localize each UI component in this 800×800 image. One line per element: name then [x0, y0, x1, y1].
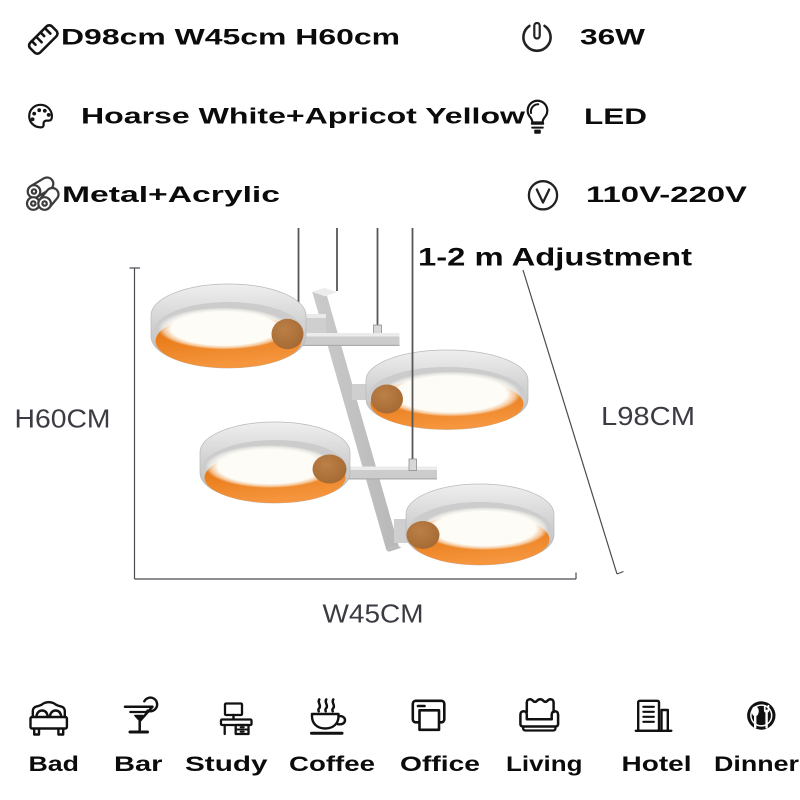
svg-text:H60CM: H60CM: [15, 404, 111, 434]
svg-text:LED: LED: [584, 104, 647, 129]
svg-text:Hoarse White+Apricot Yellow: Hoarse White+Apricot Yellow: [81, 104, 526, 129]
svg-text:Office: Office: [400, 753, 480, 776]
svg-text:Bad: Bad: [29, 753, 80, 776]
svg-text:Bar: Bar: [114, 753, 163, 776]
svg-text:36W: 36W: [580, 25, 646, 50]
svg-text:Living: Living: [506, 753, 583, 776]
svg-text:Metal+Acrylic: Metal+Acrylic: [62, 182, 280, 207]
svg-text:Coffee: Coffee: [289, 753, 375, 776]
svg-text:Study: Study: [185, 753, 268, 776]
svg-text:D98cm W45cm H60cm: D98cm W45cm H60cm: [61, 25, 400, 50]
svg-text:W45CM: W45CM: [323, 599, 424, 629]
svg-text:110V-220V: 110V-220V: [586, 182, 747, 207]
svg-text:Dinner: Dinner: [714, 753, 799, 776]
svg-text:L98CM: L98CM: [601, 401, 695, 431]
svg-text:1-2 m Adjustment: 1-2 m Adjustment: [418, 244, 693, 272]
svg-text:Hotel: Hotel: [622, 753, 692, 776]
